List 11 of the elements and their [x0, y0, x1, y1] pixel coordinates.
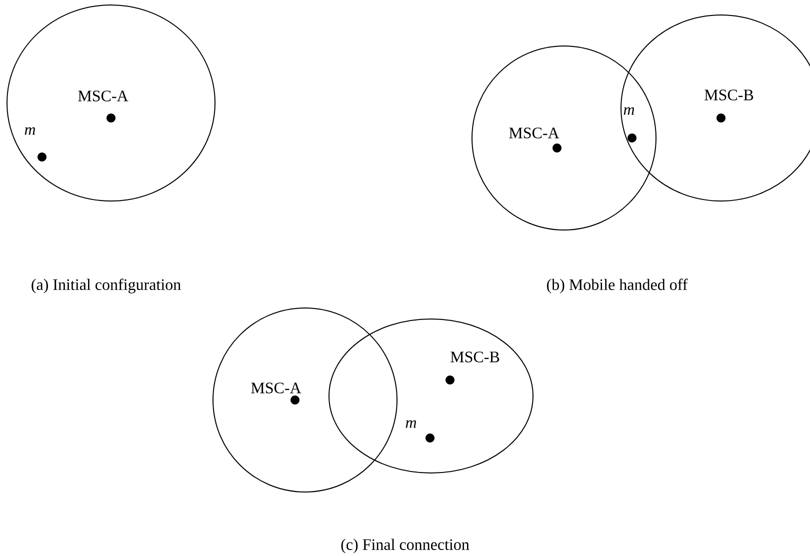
station-label: MSC-A	[78, 90, 128, 102]
subfigure-caption: (b) Mobile handed off	[547, 278, 688, 294]
mobile-label: m	[624, 107, 634, 115]
station-label: MSC-A	[251, 382, 302, 394]
station-label: MSC-B	[704, 90, 754, 100]
mobile-label: m	[406, 420, 416, 428]
mobile-label: m	[24, 127, 36, 135]
station-label: MSC-A	[509, 128, 560, 138]
station-label: MSC-B	[450, 352, 500, 362]
subfigure-caption: (c) Final connection	[341, 538, 470, 554]
subfigure-caption: (a) Initial configuration	[32, 278, 181, 294]
